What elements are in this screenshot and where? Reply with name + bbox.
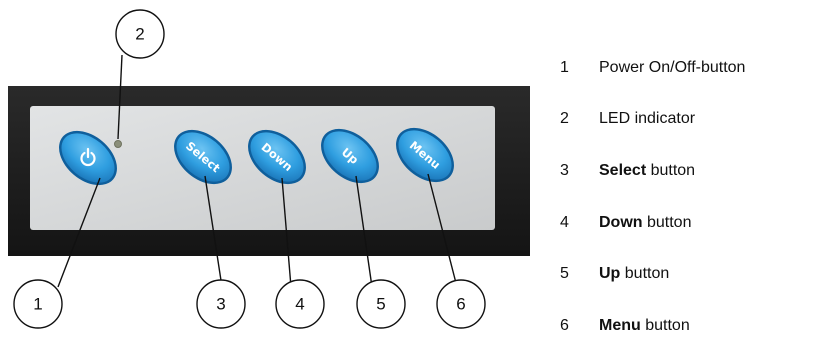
legend-text: button — [642, 213, 692, 231]
legend-number: 4 — [560, 213, 569, 231]
legend-text: button — [640, 316, 690, 334]
leader-line-3 — [204, 175, 223, 288]
leader-line-5 — [355, 175, 373, 288]
legend-item-led: 2 LED indicator — [560, 94, 828, 146]
legend-bold-text: Menu — [599, 316, 641, 334]
select-button[interactable]: Select — [164, 119, 243, 195]
legend-item-down: 4 Down button — [560, 197, 828, 249]
legend-bold-text: Down — [599, 213, 643, 231]
legend-text: button — [646, 161, 696, 179]
legend-item-up: 5 Up button — [560, 248, 828, 300]
leader-line-4 — [281, 177, 292, 288]
callout-3: 3 — [196, 279, 246, 329]
callout-number: 3 — [216, 295, 225, 314]
legend-text: Power On/Off-button — [599, 58, 746, 76]
callout-number: 1 — [33, 295, 42, 314]
legend-number: 3 — [560, 161, 569, 179]
callout-6: 6 — [436, 279, 486, 329]
callout-number: 2 — [135, 25, 144, 44]
leader-line-2 — [117, 54, 123, 140]
legend-number: 1 — [560, 58, 569, 76]
led-indicator — [114, 140, 122, 148]
callout-number: 5 — [376, 295, 385, 314]
legend-item-select: 3 Select button — [560, 145, 828, 197]
power-icon — [80, 147, 96, 167]
legend-number: 2 — [560, 110, 569, 128]
callout-number: 4 — [295, 295, 304, 314]
legend-bold-text: Select — [599, 161, 647, 179]
callout-1: 1 — [13, 279, 63, 329]
down-button[interactable]: Down — [238, 119, 317, 195]
legend-number: 5 — [560, 265, 569, 283]
leader-line-1 — [57, 177, 101, 288]
callout-2: 2 — [115, 9, 165, 59]
callout-5: 5 — [356, 279, 406, 329]
legend-text: button — [620, 265, 670, 283]
legend-text: LED indicator — [599, 110, 696, 128]
menu-button[interactable]: Menu — [386, 117, 465, 193]
callout-number: 6 — [456, 295, 465, 314]
leader-line-6 — [427, 173, 458, 288]
callout-4: 4 — [275, 279, 325, 329]
up-button[interactable]: Up — [311, 118, 390, 194]
legend-item-power: 1 Power On/Off-button — [560, 42, 828, 94]
legend-number: 6 — [560, 316, 569, 334]
power-button[interactable] — [49, 120, 128, 196]
legend: 1 Power On/Off-button 2 LED indicator 3 … — [560, 42, 828, 352]
legend-item-menu: 6 Menu button — [560, 300, 828, 352]
keypad-diagram: Select Down Up Menu 2 1 3 4 — [8, 9, 530, 329]
legend-bold-text: Up — [599, 265, 621, 283]
